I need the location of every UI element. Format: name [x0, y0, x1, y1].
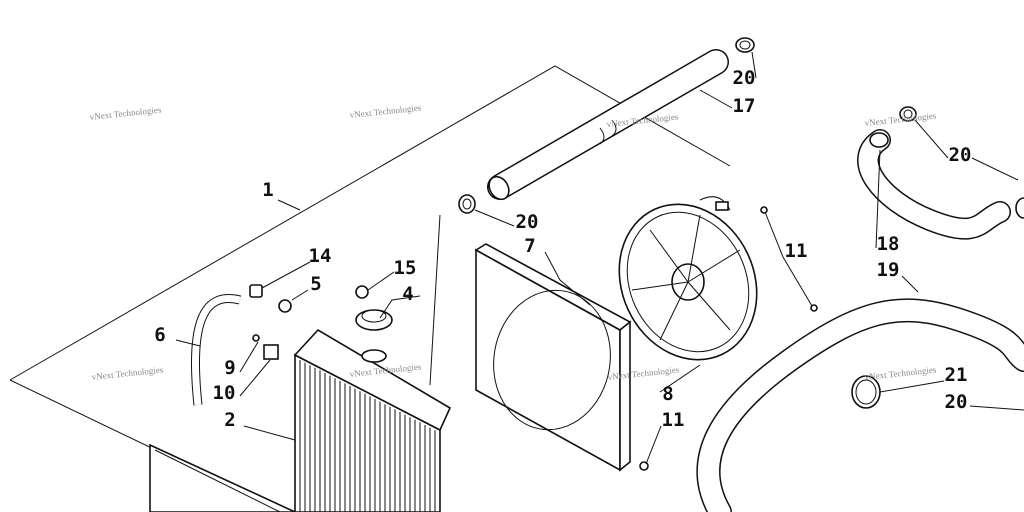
- watermark-text: vNext Technologies: [89, 104, 162, 122]
- callout-1: 1: [262, 179, 273, 201]
- fitting-14: [249, 284, 263, 298]
- radiator: [293, 328, 452, 512]
- leader-lines: [175, 51, 1024, 465]
- watermark-text: vNext Technologies: [864, 364, 937, 382]
- callout-18: 18: [877, 233, 900, 255]
- fan-shroud: [474, 243, 632, 472]
- screw-11-top: [760, 206, 818, 312]
- callout-14: 14: [309, 245, 332, 267]
- hose-clamp-mid: [458, 194, 476, 214]
- watermark-text: vNext Technologies: [91, 364, 164, 382]
- cap-15: [355, 285, 369, 299]
- callout-5: 5: [310, 273, 321, 295]
- callout-20: 20: [945, 391, 968, 413]
- callout-11: 11: [785, 240, 808, 262]
- hose-18: [857, 129, 1024, 240]
- callout-8: 8: [662, 383, 673, 405]
- hose-clamp-right: [899, 106, 917, 122]
- callout-20: 20: [516, 211, 539, 233]
- hose-clamp-top: [735, 37, 755, 53]
- bracket-10: [263, 344, 279, 360]
- washer-5: [278, 299, 292, 313]
- radiator-cap: [355, 309, 393, 331]
- cooling-fan: [618, 196, 758, 361]
- callout-21: 21: [945, 364, 968, 386]
- callout-10: 10: [213, 382, 236, 404]
- assembly-outline: [9, 65, 731, 453]
- overflow-tube: [190, 294, 242, 406]
- callout-17: 17: [733, 95, 756, 117]
- callout-4: 4: [402, 283, 413, 305]
- hose-17: [487, 49, 729, 201]
- callout-15: 15: [394, 257, 417, 279]
- watermark-text: vNext Technologies: [349, 102, 422, 120]
- callout-20: 20: [949, 144, 972, 166]
- callout-labels: 1 2 4 5 6 7 8 9 10 11 11 14 15 17 18 19 20 20 20 20 21: [154, 67, 971, 431]
- callout-9: 9: [224, 357, 235, 379]
- callout-7: 7: [524, 235, 535, 257]
- callout-19: 19: [877, 259, 900, 281]
- radiator-screen: [149, 443, 296, 512]
- callout-6: 6: [154, 324, 165, 346]
- callout-2: 2: [224, 409, 235, 431]
- bolt-9: [252, 334, 260, 342]
- callout-11: 11: [662, 409, 685, 431]
- hose-19: [696, 298, 1024, 512]
- callout-20: 20: [733, 67, 756, 89]
